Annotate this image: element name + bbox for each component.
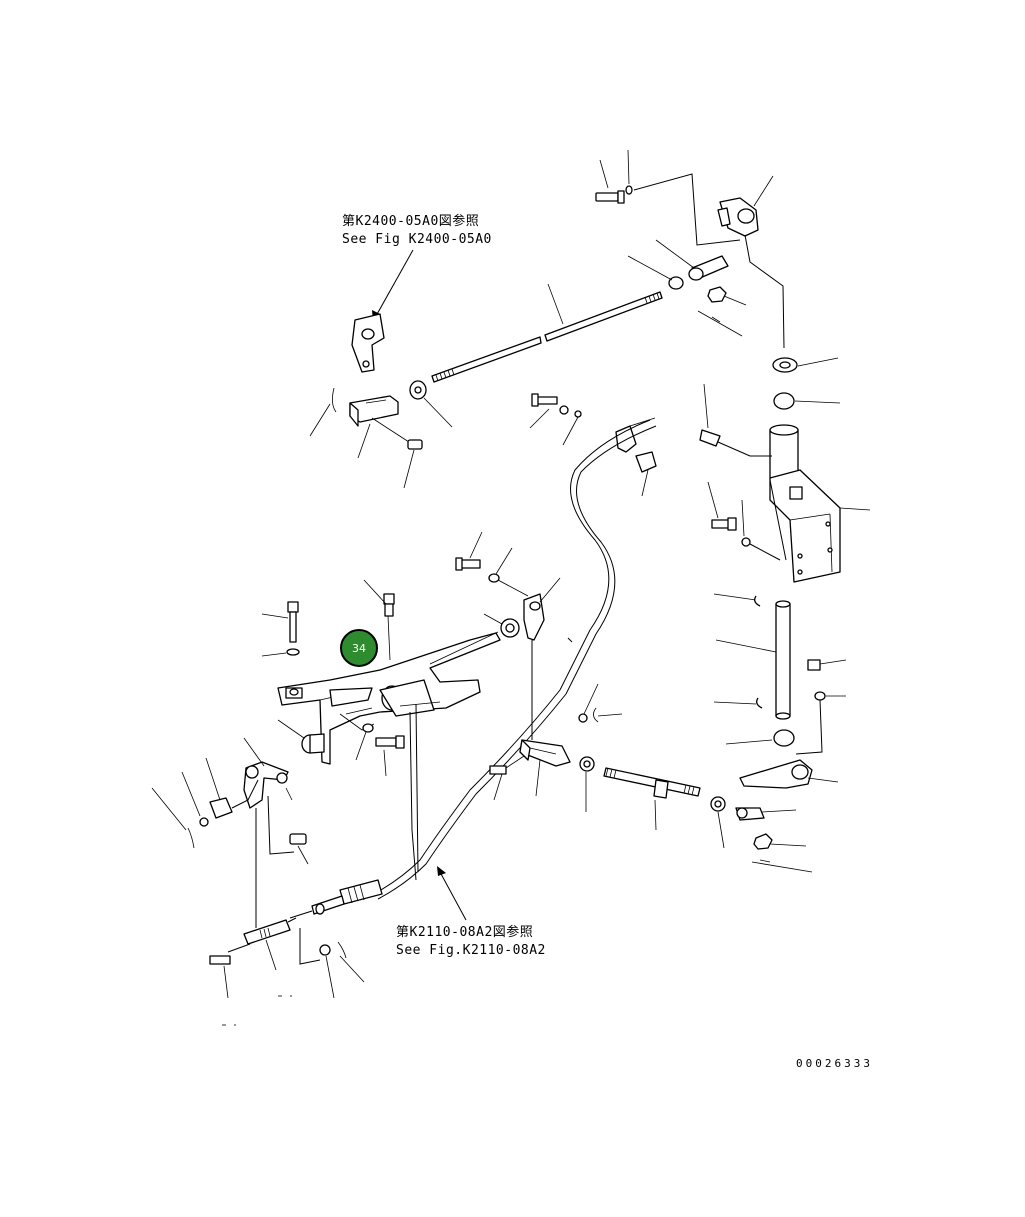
callout-34-circle[interactable] <box>340 629 378 667</box>
callout-34[interactable]: 34 <box>340 629 378 667</box>
reference-note-bottom-line2: See Fig.K2110-08A2 <box>396 943 546 958</box>
callout-34-label[interactable]: 34 <box>352 642 366 655</box>
reference-note-bottom-line1: 第K2110-08A2図参照 <box>396 924 533 940</box>
reference-note-top-line1: 第K2400-05A0図参照 <box>342 213 479 229</box>
lower-right-lever <box>735 759 839 873</box>
lower-rod-assembly <box>489 683 726 849</box>
pedal-bracket <box>261 579 520 881</box>
reference-arrow-top <box>372 249 414 322</box>
cable-clamp-upper <box>529 393 657 497</box>
control-cable <box>289 419 657 919</box>
reference-note-bottom: 第K2110-08A2図参照 See Fig.K2110-08A2 <box>396 924 546 958</box>
right-support-bracket <box>699 383 871 583</box>
reference-arrow-bottom <box>437 866 467 921</box>
reference-note-top-line2: See Fig K2400-05A0 <box>342 232 492 247</box>
upper-lever-assembly <box>595 149 841 410</box>
right-spring-rod <box>713 593 847 755</box>
upper-left-bracket <box>351 313 385 373</box>
upper-rod <box>409 283 663 428</box>
drawing-number: 00026333 <box>796 1057 873 1070</box>
lower-left-linkage <box>151 737 365 1026</box>
mid-clevis <box>455 531 561 740</box>
upper-clevis <box>309 387 423 489</box>
reference-note-top: 第K2400-05A0図参照 See Fig K2400-05A0 <box>342 213 492 247</box>
